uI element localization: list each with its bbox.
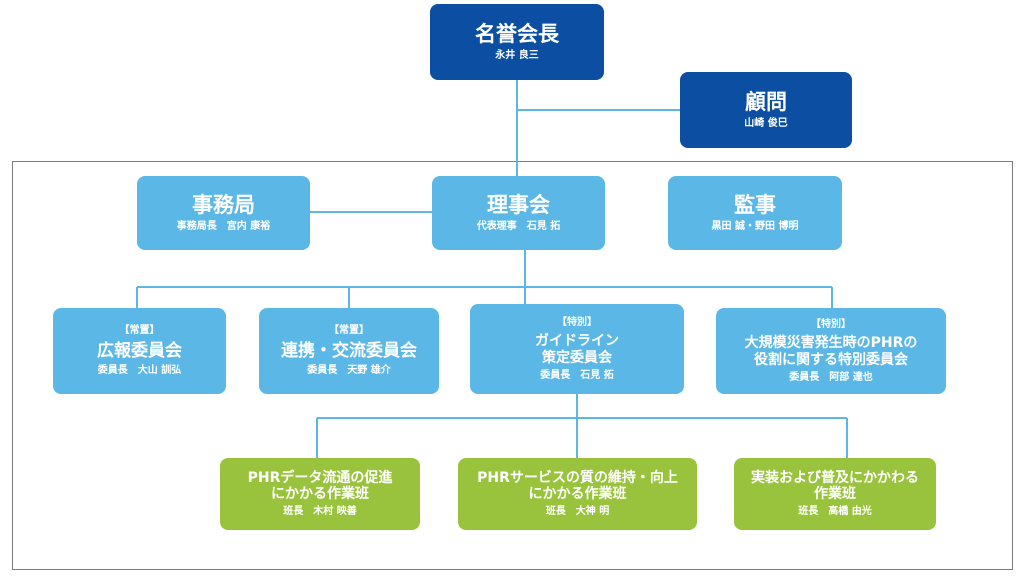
committee-title-line1: ガイドライン: [535, 333, 619, 350]
advisor-box: 顧問 山崎 俊巳: [680, 72, 852, 148]
advisor-person: 山崎 俊巳: [744, 118, 788, 130]
committee-tag: 【常置】: [119, 325, 160, 337]
secretariat-person: 事務局長 宮内 康裕: [176, 221, 271, 233]
board-box: 理事会 代表理事 石見 拓: [432, 176, 605, 250]
committee-guideline-box: 【特別】 ガイドライン 策定委員会 委員長 石見 拓: [470, 304, 684, 394]
committee-pr-box: 【常置】 広報委員会 委員長 大山 訓弘: [53, 308, 226, 394]
working-group-implementation-box: 実装および普及にかかわる 作業班 班長 高橋 由光: [734, 458, 936, 530]
committee-person: 委員長 天野 雄介: [307, 365, 391, 377]
committee-disaster-box: 【特別】 大規模災害発生時のPHRの 役割に関する特別委員会 委員長 阿部 達也: [716, 308, 946, 394]
committee-title: 広報委員会: [97, 340, 182, 361]
committee-title-line1: 大規模災害発生時のPHRの: [744, 335, 918, 352]
working-group-title-line1: 実装および普及にかかわる: [751, 470, 919, 487]
auditor-box: 監事 黒田 誠・野田 博明: [668, 176, 842, 250]
auditor-person: 黒田 誠・野田 博明: [711, 221, 799, 233]
auditor-title: 監事: [734, 193, 776, 218]
committee-person: 委員長 大山 訓弘: [97, 365, 182, 377]
board-title: 理事会: [487, 193, 550, 218]
working-group-title-line1: PHRサービスの質の維持・向上: [477, 470, 678, 487]
working-group-title-line2: にかかる作業班: [528, 486, 627, 503]
working-group-person: 班長 木村 映善: [283, 506, 357, 518]
working-group-person: 班長 高橋 由光: [798, 506, 872, 518]
honorary-chairman-person: 永井 良三: [495, 50, 539, 62]
secretariat-title: 事務局: [192, 193, 255, 218]
committee-title: 連携・交流委員会: [281, 340, 417, 361]
committee-title-line2: 策定委員会: [542, 349, 612, 366]
committee-title-line2: 役割に関する特別委員会: [754, 351, 908, 368]
honorary-chairman-box: 名誉会長 永井 良三: [430, 4, 604, 80]
honorary-chairman-title: 名誉会長: [475, 22, 559, 47]
working-group-title-line2: 作業班: [814, 486, 856, 503]
committee-tag: 【特別】: [811, 318, 851, 330]
organization-frame: [12, 161, 1013, 570]
committee-person: 委員長 阿部 達也: [789, 371, 873, 383]
working-group-person: 班長 大神 明: [545, 506, 610, 518]
working-group-quality-box: PHRサービスの質の維持・向上 にかかる作業班 班長 大神 明: [458, 458, 697, 530]
committee-tag: 【特別】: [557, 316, 597, 328]
committee-liaison-box: 【常置】 連携・交流委員会 委員長 天野 雄介: [259, 308, 439, 394]
working-group-title-line1: PHRデータ流通の促進: [247, 470, 393, 487]
board-person: 代表理事 石見 拓: [476, 221, 561, 233]
committee-person: 委員長 石見 拓: [540, 369, 614, 381]
committee-tag: 【常置】: [329, 325, 369, 337]
working-group-data-box: PHRデータ流通の促進 にかかる作業班 班長 木村 映善: [220, 458, 420, 530]
working-group-title-line2: にかかる作業班: [271, 486, 369, 503]
secretariat-box: 事務局 事務局長 宮内 康裕: [137, 176, 310, 250]
advisor-title: 顧問: [745, 90, 787, 115]
